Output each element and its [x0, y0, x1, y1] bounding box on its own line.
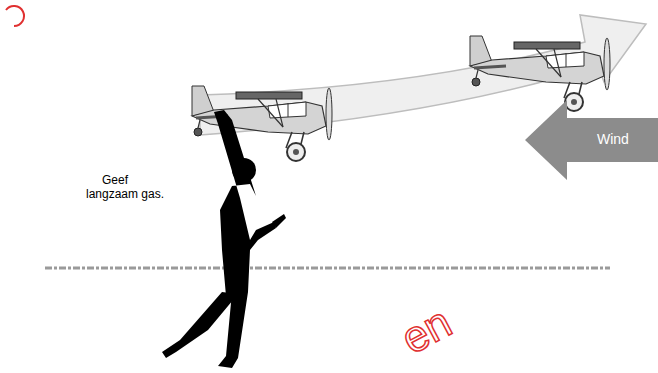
airplane	[192, 86, 332, 161]
wind-arrow: Wind	[525, 100, 658, 180]
watermark-arc	[6, 6, 24, 26]
wind-label: Wind	[597, 131, 629, 147]
instruction-text: Geef langzaam gas.	[86, 173, 176, 201]
person-silhouette	[162, 110, 286, 368]
airplane	[470, 36, 610, 111]
watermark: en	[394, 284, 486, 362]
arrow-outline	[525, 100, 658, 180]
arrow-shape	[525, 100, 658, 180]
ground-grass	[45, 267, 610, 270]
